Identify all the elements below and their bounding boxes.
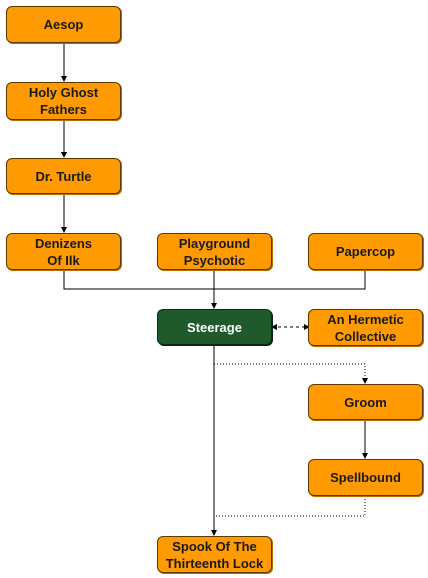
edge-spellbound-join	[214, 496, 366, 517]
node-steerage: Steerage	[157, 309, 272, 345]
edge-steerage-groom	[214, 363, 368, 384]
node-spook-of-the-thirteenth-lock: Spook Of The Thirteenth Lock	[157, 536, 272, 573]
node-holy-ghost-fathers: Holy Ghost Fathers	[6, 82, 121, 120]
node-denizens-of-ilk: Denizens Of Ilk	[6, 233, 121, 270]
node-aesop: Aesop	[6, 6, 121, 43]
node-an-hermetic-collective: An Hermetic Collective	[308, 309, 423, 346]
node-groom: Groom	[308, 384, 423, 420]
node-playground-psychotic: Playground Psychotic	[157, 233, 272, 270]
node-papercop: Papercop	[308, 233, 423, 270]
node-spellbound: Spellbound	[308, 459, 423, 496]
node-dr-turtle: Dr. Turtle	[6, 158, 121, 194]
